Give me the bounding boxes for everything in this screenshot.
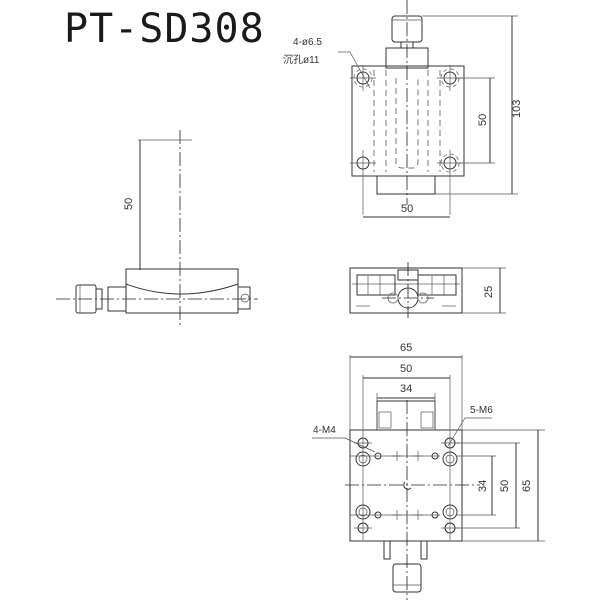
front-view: 25 xyxy=(349,262,506,318)
thread-note-m4: 4-M4 xyxy=(313,425,336,436)
stage-body-side xyxy=(125,268,239,314)
dim-hole-pitch-vertical: 50 xyxy=(477,114,489,126)
dim-width-34: 34 xyxy=(400,383,412,395)
counterbore-hole xyxy=(350,150,376,215)
dim-height-34: 34 xyxy=(477,480,489,492)
side-view: 50 xyxy=(56,130,258,326)
dim-width-65: 65 xyxy=(400,342,412,354)
thread-note-m6: 5-M6 xyxy=(470,405,493,416)
counterbore-hole xyxy=(350,65,376,91)
dim-width-50: 50 xyxy=(400,363,412,375)
stage-body-top xyxy=(351,65,465,177)
top-view: 4-ø6.5 沉孔ø11 103 50 50 xyxy=(283,0,523,218)
dim-height-65: 65 xyxy=(521,480,533,492)
dim-hole-pitch-horizontal: 50 xyxy=(401,203,413,215)
dim-travel-height: 50 xyxy=(123,198,135,210)
model-title: PT-SD308 xyxy=(64,6,265,52)
dim-body-height: 25 xyxy=(483,286,495,298)
counterbore-hole xyxy=(437,150,463,215)
dim-height-50: 50 xyxy=(499,480,511,492)
bottom-view: 65 50 34 65 50 34 5-M6 4-M4 xyxy=(312,342,545,600)
dim-total-height: 103 xyxy=(511,100,523,118)
hole-note-counterbore: 沉孔ø11 xyxy=(283,53,320,66)
hole-note-diameter: 4-ø6.5 xyxy=(293,37,322,48)
stage-body-front xyxy=(349,267,463,314)
